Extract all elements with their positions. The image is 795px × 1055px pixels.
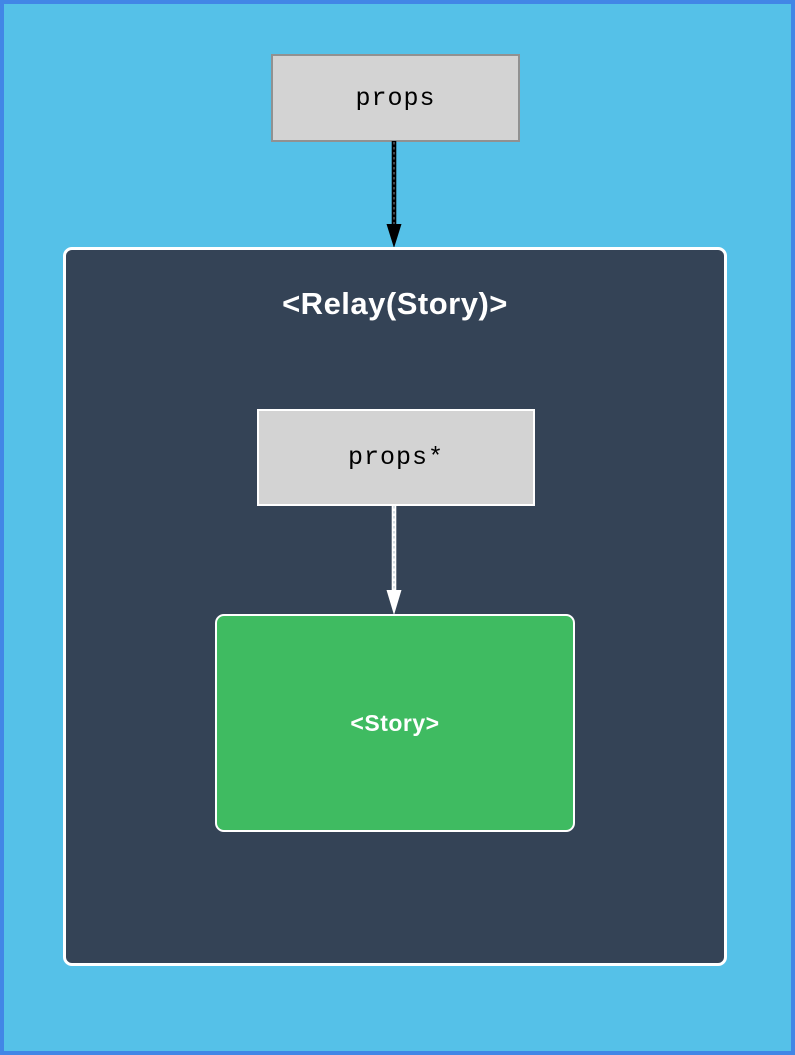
props-star-box: props* [257,409,535,506]
relay-container-title: <Relay(Story)> [282,286,508,321]
story-box: <Story> [215,614,575,832]
props-box: props [271,54,520,142]
story-box-label: <Story> [350,709,440,736]
props-box-label: props [355,83,436,113]
arrow-props-star-to-story-icon [386,505,402,615]
arrow-props-to-relay-icon [386,141,402,248]
props-star-box-label: props* [347,443,444,472]
